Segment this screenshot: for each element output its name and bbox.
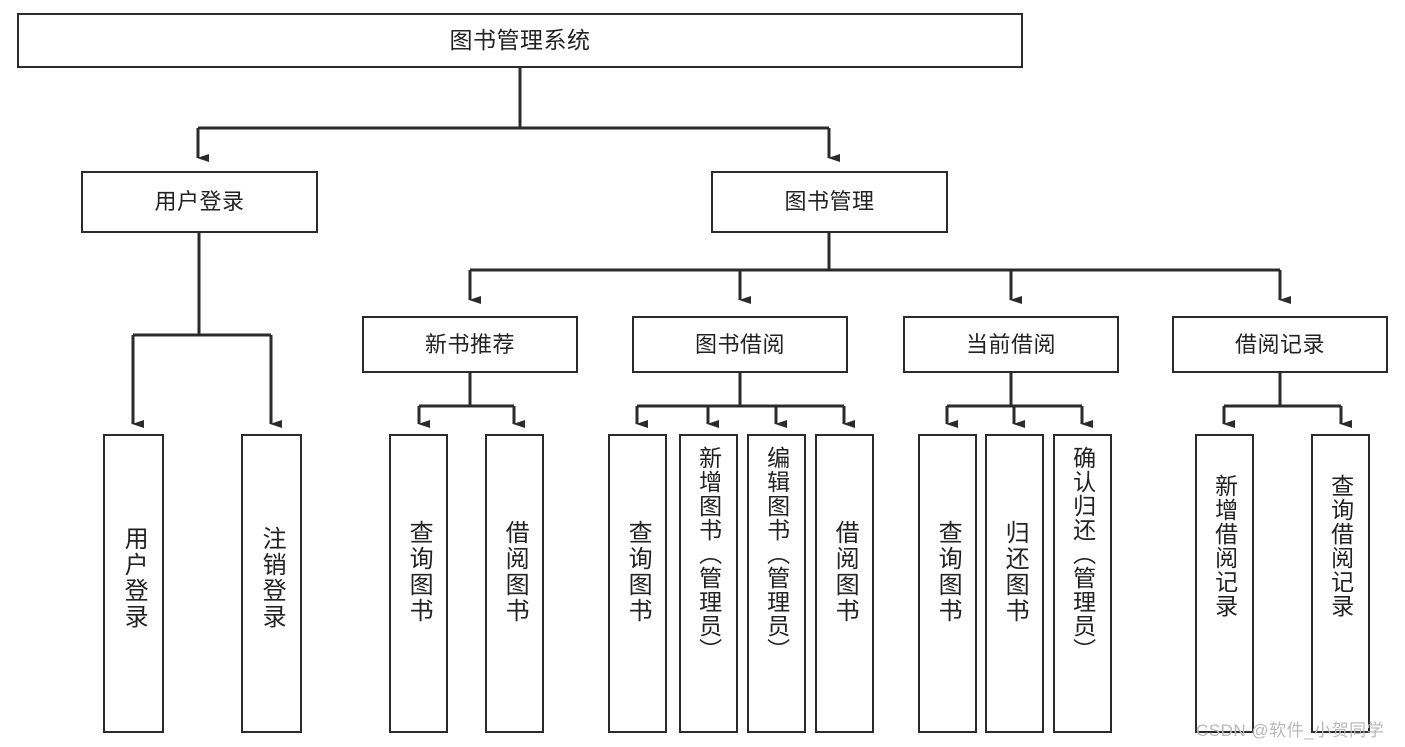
leaf-borrow-book[interactable]: 借阅图书 <box>815 434 874 733</box>
leaf-query-book-borrow[interactable]: 查询图书 <box>608 434 667 733</box>
node-label: 确认归还（管理员） <box>1069 446 1096 662</box>
node-label: 图书管理系统 <box>449 26 591 53</box>
node-current-borrow[interactable]: 当前借阅 <box>903 316 1119 373</box>
leaf-query-book-recommend[interactable]: 查询图书 <box>389 434 448 733</box>
node-label: 图书借阅 <box>694 331 785 357</box>
node-label: 借阅图书 <box>501 520 529 624</box>
node-label: 新书推荐 <box>424 331 515 357</box>
node-label: 归还图书 <box>1001 520 1029 624</box>
leaf-confirm-return[interactable]: 确认归还（管理员） <box>1053 434 1112 733</box>
node-user-login[interactable]: 用户登录 <box>81 171 318 233</box>
node-label: 新增借阅记录 <box>1211 474 1238 618</box>
leaf-return-book[interactable]: 归还图书 <box>985 434 1044 733</box>
node-label: 查询图书 <box>405 520 433 624</box>
leaf-edit-book[interactable]: 编辑图书（管理员） <box>747 434 806 733</box>
leaf-query-borrow-record[interactable]: 查询借阅记录 <box>1311 434 1370 733</box>
node-label: 借阅图书 <box>831 520 859 624</box>
node-label: 注销登录 <box>258 526 286 630</box>
node-label: 借阅记录 <box>1234 331 1325 357</box>
node-label: 编辑图书（管理员） <box>763 446 790 662</box>
node-label: 用户登录 <box>154 189 245 215</box>
node-new-book-recommend[interactable]: 新书推荐 <box>362 316 578 373</box>
leaf-user-login[interactable]: 用户登录 <box>103 434 164 733</box>
leaf-add-book[interactable]: 新增图书（管理员） <box>679 434 738 733</box>
node-label: 图书管理 <box>784 189 875 215</box>
csdn-watermark: CSDN @软件_小贺同学 <box>1196 721 1385 740</box>
leaf-add-borrow-record[interactable]: 新增借阅记录 <box>1195 434 1254 733</box>
node-book-borrow[interactable]: 图书借阅 <box>632 316 848 373</box>
node-label: 查询图书 <box>934 520 962 624</box>
leaf-query-book-current[interactable]: 查询图书 <box>918 434 977 733</box>
node-root-system[interactable]: 图书管理系统 <box>17 13 1023 68</box>
node-borrow-record[interactable]: 借阅记录 <box>1172 316 1388 373</box>
leaf-logout[interactable]: 注销登录 <box>241 434 302 733</box>
node-book-manage[interactable]: 图书管理 <box>711 171 948 233</box>
leaf-borrow-book-recommend[interactable]: 借阅图书 <box>485 434 544 733</box>
node-label: 用户登录 <box>120 526 148 630</box>
node-label: 查询图书 <box>624 520 652 624</box>
node-label: 查询借阅记录 <box>1327 474 1354 618</box>
node-label: 新增图书（管理员） <box>695 446 722 662</box>
node-label: 当前借阅 <box>965 331 1056 357</box>
